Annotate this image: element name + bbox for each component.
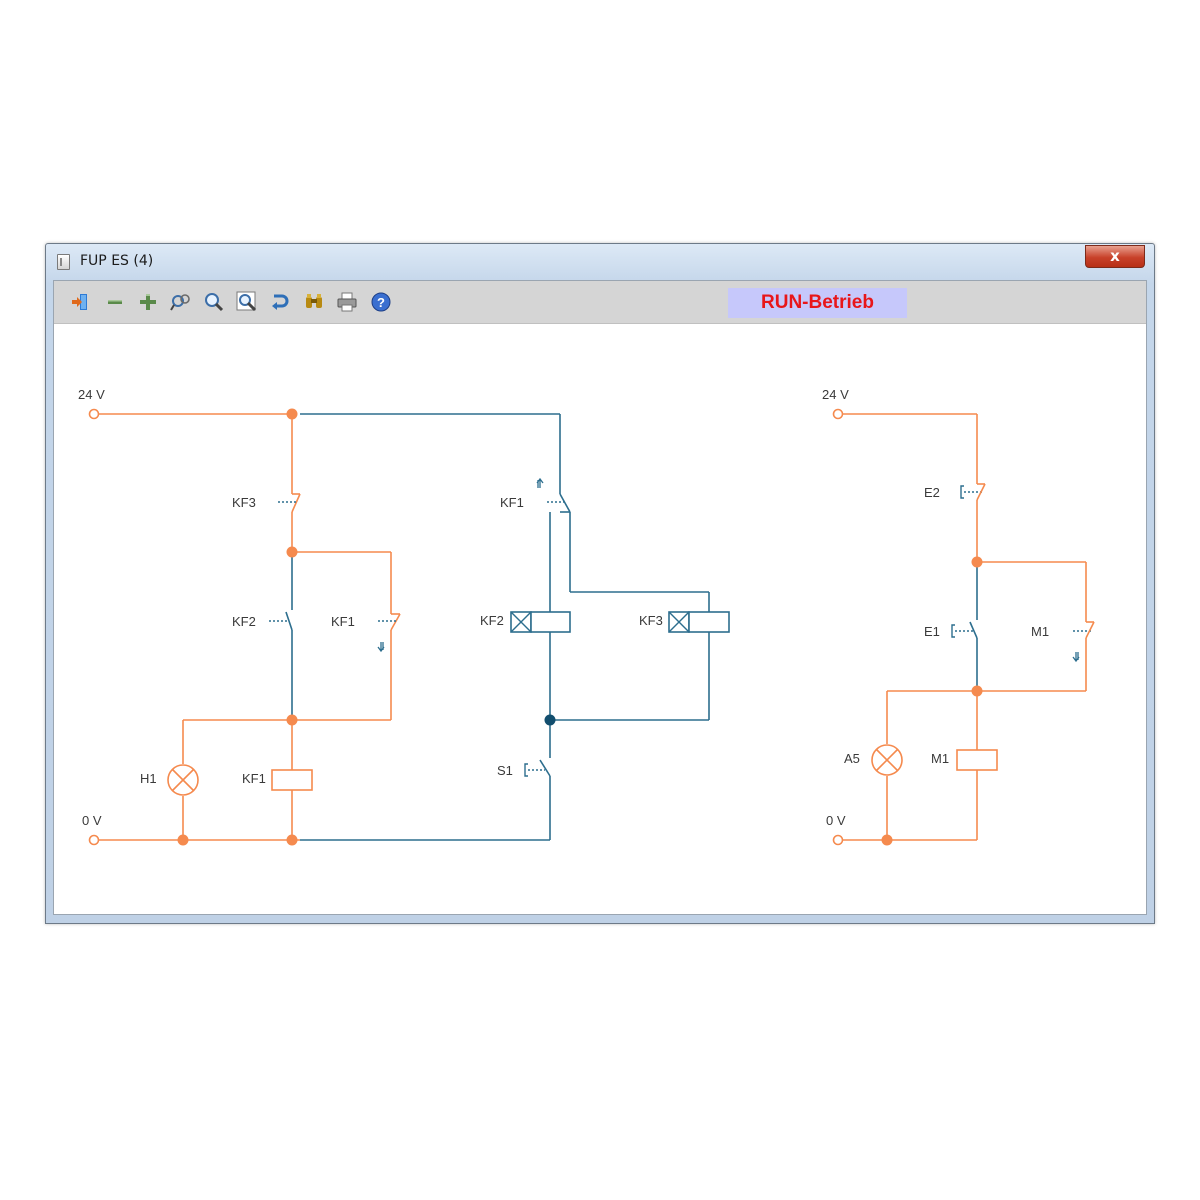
pushbutton-brackets: [524, 485, 964, 777]
run-status-badge: RUN-Betrieb: [728, 288, 907, 318]
minus-button[interactable]: [104, 291, 126, 313]
label-0v-right: 0 V: [826, 813, 846, 828]
zoom-page-button[interactable]: [236, 291, 258, 313]
lamp-a5-icon: [871, 744, 903, 776]
label-e1: E1: [924, 624, 940, 639]
zoom-page-icon: [236, 291, 257, 312]
binoculars-icon: [306, 294, 322, 308]
zoom-fit-button[interactable]: [170, 291, 192, 313]
terminal-0v-right: [832, 834, 844, 846]
label-kf1-contact: KF1: [331, 614, 355, 629]
terminal-24v-left: [88, 408, 100, 420]
label-a5: A5: [844, 751, 860, 766]
label-m1-coil: M1: [931, 751, 949, 766]
coil-m1: [956, 749, 998, 771]
coil-kf2: [510, 611, 571, 633]
label-e2: E2: [924, 485, 940, 500]
terminal-24v-right: [832, 408, 844, 420]
print-icon: [337, 292, 357, 312]
binoculars-button[interactable]: [303, 291, 325, 313]
close-button[interactable]: x: [1085, 245, 1145, 268]
lamp-h1-icon: [167, 764, 199, 796]
plus-button[interactable]: [137, 291, 159, 313]
left-active-wires: [98, 413, 401, 841]
junction-node-inactive: [544, 714, 556, 726]
print-button[interactable]: [336, 291, 358, 313]
zoom-fit-icon: [170, 294, 190, 311]
exit-button[interactable]: [70, 291, 92, 313]
right-inactive-wires: [969, 562, 978, 691]
zoom-in-icon: [205, 293, 224, 312]
plus-icon: [140, 294, 156, 310]
terminal-0v-left: [88, 834, 100, 846]
label-kf2-contact: KF2: [232, 614, 256, 629]
contact-arrows: [377, 477, 1080, 663]
help-icon: ?: [371, 292, 391, 312]
left-inactive-wires: [285, 413, 710, 841]
label-kf3-contact: KF3: [232, 495, 256, 510]
label-24v-left: 24 V: [78, 387, 105, 402]
minus-icon: [108, 300, 122, 304]
coil-kf3: [668, 611, 730, 633]
title-bar[interactable]: FUP ES (4) x: [46, 244, 1154, 278]
label-24v-right: 24 V: [822, 387, 849, 402]
right-active-wires: [842, 413, 1095, 841]
label-kf1-upper-contact: KF1: [500, 495, 524, 510]
coil-kf1: [271, 769, 313, 791]
refresh-button[interactable]: [269, 291, 291, 313]
svg-text:?: ?: [377, 295, 385, 310]
label-s1: S1: [497, 763, 513, 778]
label-m1-contact: M1: [1031, 624, 1049, 639]
junction-nodes: [177, 408, 983, 846]
app-window: FUP ES (4) x: [45, 243, 1155, 924]
refresh-icon: [272, 294, 289, 310]
actuator-links: [269, 491, 1091, 771]
terminals: [88, 408, 844, 846]
label-kf3-coil: KF3: [639, 613, 663, 628]
help-button[interactable]: ?: [370, 291, 392, 313]
zoom-in-button[interactable]: [203, 291, 225, 313]
label-kf1-coil: KF1: [242, 771, 266, 786]
label-0v-left: 0 V: [82, 813, 102, 828]
toolbar: ? RUN-Betrieb: [54, 281, 1146, 324]
exit-icon: [72, 294, 87, 310]
label-h1: H1: [140, 771, 157, 786]
client-area: ? RUN-Betrieb: [53, 280, 1147, 915]
app-icon: [57, 254, 70, 270]
window-title: FUP ES (4): [80, 253, 154, 269]
label-kf2-coil: KF2: [480, 613, 504, 628]
